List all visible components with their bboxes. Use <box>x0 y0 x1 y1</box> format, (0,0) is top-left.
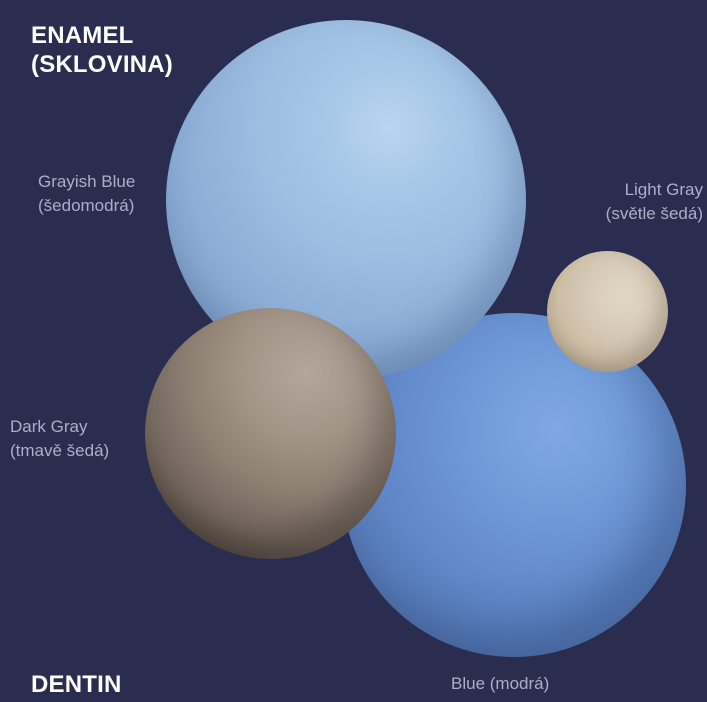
enamel-title: ENAMEL (SKLOVINA) <box>31 21 173 80</box>
grayish-blue-label: Grayish Blue (šedomodrá) <box>38 170 135 218</box>
blue-label: Blue (modrá) <box>451 674 550 693</box>
grayish-blue-label-line-2: (šedomodrá) <box>38 196 135 216</box>
light-gray-label: Light Gray (světle šedá) <box>592 178 703 226</box>
dark-gray-label-line-1: Dark Gray <box>10 417 88 436</box>
dark-gray-sphere <box>145 308 396 559</box>
dentin-title: DENTIN <box>31 671 122 698</box>
light-gray-label-line-1: Light Gray <box>624 180 703 199</box>
dark-gray-label-line-2: (tmavě šedá) <box>10 441 110 461</box>
dark-gray-label: Dark Gray (tmavě šedá) <box>10 415 109 463</box>
grayish-blue-label-line-1: Grayish Blue <box>38 172 136 191</box>
enamel-title-line-1: ENAMEL <box>31 22 134 49</box>
light-gray-sphere <box>547 251 668 372</box>
light-gray-label-line-2: (světle šedá) <box>605 204 703 224</box>
enamel-title-line-2: (SKLOVINA) <box>31 51 173 79</box>
